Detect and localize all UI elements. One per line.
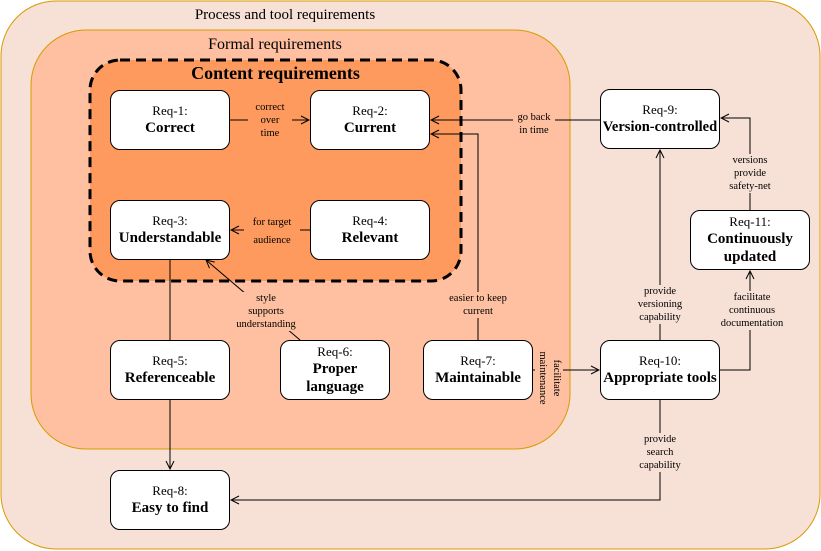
node-req-2-current[interactable]: Req-2: Current <box>310 90 430 150</box>
node-name: Easy to find <box>131 500 209 516</box>
edge-label-facilitate-continuous-documentation: facilitate continuous documentation <box>714 291 790 330</box>
node-name: Referenceable <box>124 370 216 386</box>
edge-label-correct-over-time: correct over time <box>248 101 292 140</box>
node-name: Continuously updated <box>707 231 793 265</box>
node-id: Req-2: <box>352 103 388 118</box>
node-name: Proper language <box>306 361 364 395</box>
edge-label-easier-to-keep-current: easier to keep current <box>444 292 512 318</box>
node-req-5-referenceable[interactable]: Req-5: Referenceable <box>110 340 230 400</box>
node-id: Req-3: <box>152 213 188 228</box>
edge-label-provide-search-capability: provide search capability <box>630 433 690 472</box>
node-req-8-easy-to-find[interactable]: Req-8: Easy to find <box>110 470 230 530</box>
node-name: Relevant <box>341 230 399 246</box>
node-id: Req-5: <box>152 353 188 368</box>
node-name: Correct <box>145 120 195 136</box>
node-req-6-proper-language[interactable]: Req-6: Proper language <box>280 340 390 400</box>
node-req-7-maintainable[interactable]: Req-7: Maintainable <box>423 340 533 400</box>
node-id: Req-7: <box>460 353 496 368</box>
node-req-3-understandable[interactable]: Req-3: Understandable <box>110 200 230 260</box>
node-id: Req-10: <box>639 353 681 368</box>
node-name: Version-controlled <box>602 119 718 135</box>
node-req-11-continuously-updated[interactable]: Req-11: Continuously updated <box>690 210 810 270</box>
node-name: Maintainable <box>435 370 521 386</box>
node-id: Req-1: <box>152 103 188 118</box>
node-name: Appropriate tools <box>603 370 717 386</box>
node-req-9-version-controlled[interactable]: Req-9: Version-controlled <box>600 89 720 149</box>
node-id: Req-8: <box>152 483 188 498</box>
edge-label-versions-provide-safety-net: versions provide safety-net <box>722 154 778 193</box>
node-req-10-appropriate-tools[interactable]: Req-10: Appropriate tools <box>600 340 720 400</box>
edge-label-go-back-in-time: go back in time <box>513 111 555 137</box>
process-group-label: Process and tool requirements <box>194 7 376 23</box>
node-id: Req-6: <box>317 344 353 359</box>
edge-label-provide-versioning-capability: provide versioning capability <box>628 285 692 324</box>
edge-label-facilitate-maintenance: facilitate maintenance <box>535 347 563 409</box>
edge-req7-req2 <box>431 134 479 340</box>
node-id: Req-11: <box>729 214 771 229</box>
node-name: Current <box>343 120 397 136</box>
content-group-label: Content requirements <box>191 63 360 83</box>
node-req-1-correct[interactable]: Req-1: Correct <box>110 90 230 150</box>
node-req-4-relevant[interactable]: Req-4: Relevant <box>310 200 430 260</box>
edge-label-for-target-audience: for target audience <box>244 214 300 250</box>
node-name: Understandable <box>118 230 222 246</box>
formal-group-label: Formal requirements <box>208 36 342 53</box>
edge-label-style-supports-understanding: style supports understanding <box>226 292 306 331</box>
node-id: Req-9: <box>642 102 678 117</box>
node-id: Req-4: <box>352 213 388 228</box>
